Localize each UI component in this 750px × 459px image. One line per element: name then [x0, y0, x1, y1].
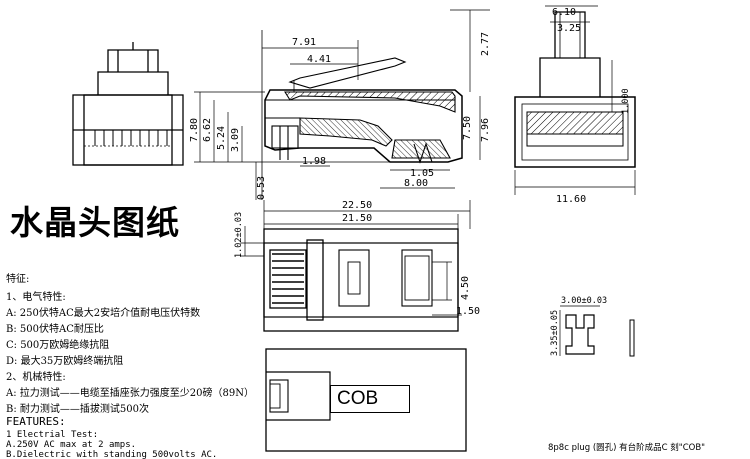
- spec-line: B: 500伏特AC耐压比: [6, 324, 104, 335]
- dim-h-662: 6.62: [202, 118, 213, 142]
- dim-053: 0.53: [256, 176, 267, 200]
- side-dimension-lines: [194, 9, 490, 200]
- dim-h-780: 7.80: [189, 118, 200, 142]
- end-view: [514, 5, 636, 195]
- contact-view: [240, 200, 471, 332]
- dim-top-height: 2.77: [480, 32, 491, 56]
- dim-side-length: 7.91: [292, 37, 316, 48]
- features-heading: FEATURES:: [6, 415, 66, 428]
- spec-line: 1、电气特性:: [6, 292, 66, 303]
- dim-800: 8.00: [404, 178, 428, 189]
- detail-view: [559, 305, 635, 357]
- spec-line: 特征:: [6, 274, 30, 285]
- drawing-title: 水晶头图纸: [10, 203, 180, 242]
- dim-198: 1.98: [302, 156, 326, 167]
- dim-l-2250: 22.50: [342, 200, 372, 211]
- dim-h-309: 3.09: [230, 128, 241, 152]
- dim-300: 3.00±0.03: [561, 296, 607, 306]
- dim-latch-length: 4.41: [307, 54, 331, 65]
- dim-450: 4.50: [460, 276, 471, 300]
- dim-h-1000: 1.000: [621, 88, 631, 114]
- dim-335: 3.35±0.05: [550, 310, 560, 356]
- dim-pitch: 1.02±0.03: [234, 212, 244, 258]
- dim-h-524: 5.24: [216, 126, 227, 150]
- dim-105: 1.05: [410, 168, 434, 179]
- dim-750: 7.50: [462, 116, 473, 140]
- spec-line: D: 最大35万欧姆终端抗阻: [6, 356, 124, 367]
- spec-line: A: 拉力测试——电缆至插座张力强度至少20磅（89N）: [6, 388, 254, 399]
- spec-line: C: 500万欧姆绝缘抗阻: [6, 340, 110, 351]
- dimension-labels: 7.91 4.41 2.77 7.80 6.62 5.24 3.09 1.98 …: [189, 7, 631, 356]
- product-caption: 8p8c plug (圆孔) 有台阶成品C 刻"COB": [548, 443, 706, 453]
- feature-line: A.250V AC max at 2 amps.: [6, 440, 137, 450]
- dim-w-325: 3.25: [557, 23, 581, 34]
- spec-line: B: 耐力测试——插拔测试500次: [6, 404, 149, 415]
- dim-796: 7.96: [480, 118, 491, 142]
- cob-label: COB: [330, 385, 410, 413]
- feature-line: B.Dielectric with standing 500volts AC.: [6, 450, 218, 459]
- dim-w-1160: 11.60: [556, 194, 586, 205]
- dim-w-610: 6.10: [552, 7, 576, 18]
- spec-line: A: 250伏特AC最大2安培介值耐电压伏特数: [6, 308, 201, 319]
- dim-150: 1.50: [456, 306, 480, 317]
- feature-line: 1 Electrial Test:: [6, 430, 99, 440]
- side-view: [261, 30, 463, 200]
- dim-l-2150: 21.50: [342, 213, 372, 224]
- spec-line: 2、机械特性:: [6, 372, 66, 383]
- front-view: [72, 42, 184, 166]
